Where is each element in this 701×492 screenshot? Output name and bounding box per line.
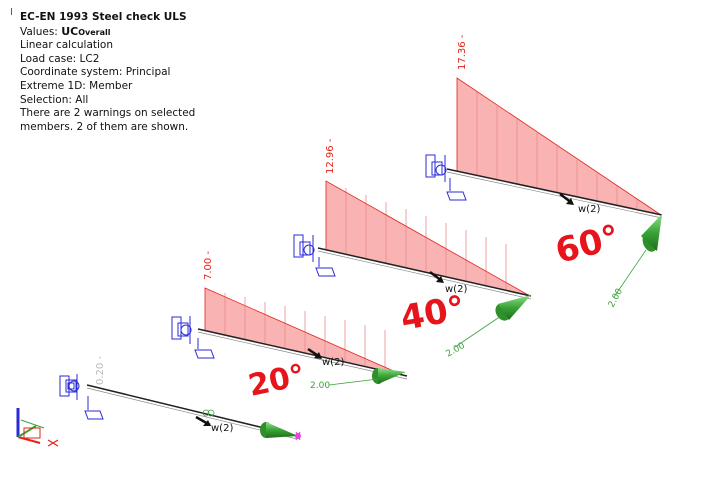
- warning-arrow-icon: [195, 415, 211, 427]
- member-value-label: 0.20 -: [95, 356, 106, 385]
- angle-annotation: 40°: [398, 288, 468, 339]
- angle-annotation: 60°: [552, 217, 624, 271]
- angle-annotation: 20°: [245, 358, 308, 404]
- support-icon: [293, 234, 336, 277]
- coordinate-system: Coordinate system: Principal: [20, 66, 171, 79]
- load-magnitude-label: 2.00: [445, 341, 468, 360]
- load-arrow-icon: [260, 422, 301, 441]
- member-3[interactable]: 12.96 - w(2) 2.00 40°: [293, 138, 532, 360]
- member-value-label: 7.00 -: [203, 251, 214, 280]
- warning-label[interactable]: w(2): [578, 204, 600, 215]
- axis-triad-icon: [16, 408, 59, 447]
- load-magnitude-label: 2.00: [310, 381, 330, 391]
- values-label: Values:: [20, 25, 62, 38]
- support-icon: [59, 374, 104, 420]
- load-case: Load case: LC2: [20, 52, 100, 65]
- values-line: Values: UCOverall: [20, 25, 280, 40]
- selection: Selection: All: [20, 93, 89, 106]
- diagram-hatch: [476, 92, 638, 210]
- load-arrow-icon: [328, 368, 406, 386]
- warning-arrow-icon: [307, 347, 322, 359]
- values-sub: Overall: [78, 27, 111, 37]
- warning-label[interactable]: w(2): [322, 357, 344, 368]
- load-magnitude-label: 2.00: [607, 287, 625, 310]
- cursor-tick: [11, 8, 12, 15]
- member-2[interactable]: 7.00 - w(2) 2.00 20°: [171, 251, 408, 404]
- member-value-label: 17.36 -: [457, 34, 468, 70]
- beam-line[interactable]: [446, 168, 663, 216]
- load-arrow-icon: [613, 214, 662, 298]
- warning-arrow-icon: [559, 193, 574, 205]
- warning-message-1: There are 2 warnings on selected: [20, 107, 196, 120]
- member-1[interactable]: 0.20 - w(2): [59, 356, 301, 441]
- extreme-1d: Extreme 1D: Member: [20, 79, 133, 92]
- diagram-hatch: [345, 188, 507, 291]
- warning-label[interactable]: w(2): [211, 423, 233, 434]
- check-title: EC-EN 1993 Steel check ULS: [20, 11, 187, 23]
- values-uc: UC: [61, 24, 79, 38]
- beam-line[interactable]: [317, 247, 532, 297]
- member-value-label: 12.96 -: [325, 138, 336, 174]
- warning-message-2: members. 2 of them are shown.: [20, 120, 189, 133]
- support-icon: [425, 154, 467, 201]
- warning-label[interactable]: w(2): [445, 284, 467, 295]
- support-icon: [171, 316, 215, 359]
- beam-line[interactable]: [197, 328, 408, 377]
- small-marker-icon: [202, 409, 215, 417]
- load-arrow-icon: [454, 295, 531, 348]
- warning-arrow-icon: [429, 271, 444, 283]
- calc-type: Linear calculation: [20, 39, 113, 52]
- member-4[interactable]: 17.36 - w(2) 2.00 60°: [425, 34, 663, 310]
- info-panel: EC-EN 1993 Steel check ULS Values: UCOve…: [20, 11, 280, 134]
